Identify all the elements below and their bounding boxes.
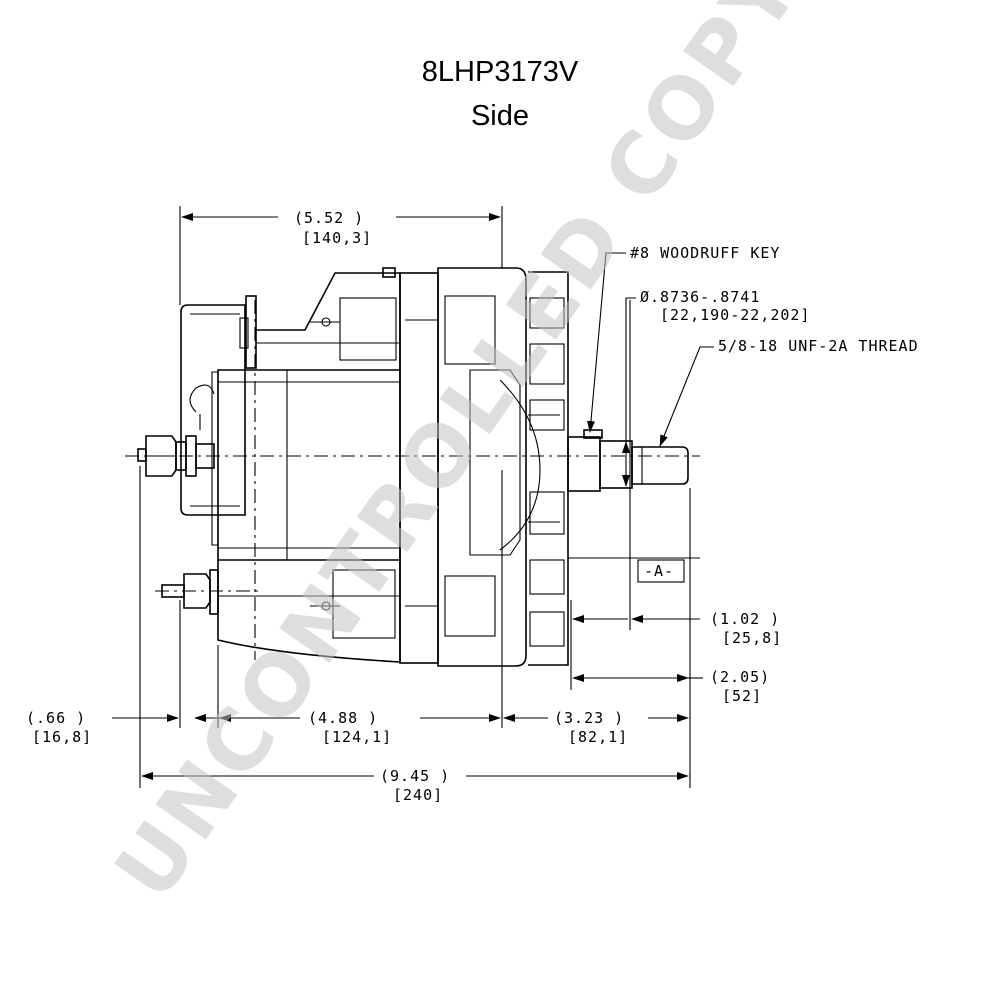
dim-shaft-a: (1.02 ): [710, 610, 780, 628]
shaft: [599, 440, 633, 489]
woodruff-key-label: #8 WOODRUFF KEY: [630, 244, 780, 262]
lower-pad: [332, 569, 396, 639]
dim-front-mm: [82,1]: [568, 728, 628, 746]
shaft-diameter-mm-label: [22,190-22,202]: [660, 306, 810, 324]
threaded-end: [631, 446, 689, 485]
rear-cover: [180, 304, 246, 516]
drawing-title: 8LHP3173V: [421, 56, 579, 88]
dim-shaft-a-mm: [25,8]: [722, 629, 782, 647]
dim-total: (9.45 ): [380, 767, 450, 785]
dim-terminal: (.66 ): [26, 709, 86, 727]
shaft-diameter-label: Ø.8736-.8741: [640, 288, 760, 306]
dim-overall-top-mm: [140,3]: [302, 229, 372, 247]
extension-lines: [139, 206, 700, 788]
dim-total-mm: [240]: [393, 786, 443, 804]
datum-label: -A-: [644, 562, 674, 580]
dim-shaft-b: (2.05): [710, 668, 770, 686]
thread-label: 5/8-18 UNF-2A THREAD: [718, 337, 919, 355]
dim-front: (3.23 ): [554, 709, 624, 727]
watermark: UNCONTROLLED COPY: [96, 0, 820, 916]
front-housing: [437, 267, 527, 667]
dim-shaft-b-mm: [52]: [722, 687, 762, 705]
pulley-hub: [567, 436, 601, 492]
dim-overall-top: (5.52 ): [294, 209, 364, 227]
dim-body-mm: [124,1]: [322, 728, 392, 746]
dim-body: (4.88 ): [308, 709, 378, 727]
upper-pad: [339, 297, 397, 361]
rear-bracket: [245, 295, 257, 369]
dim-terminal-mm: [16,8]: [32, 728, 92, 746]
view-label: Side: [470, 100, 530, 132]
alternator-outline: [137, 267, 689, 667]
lower-frame: [217, 560, 401, 663]
